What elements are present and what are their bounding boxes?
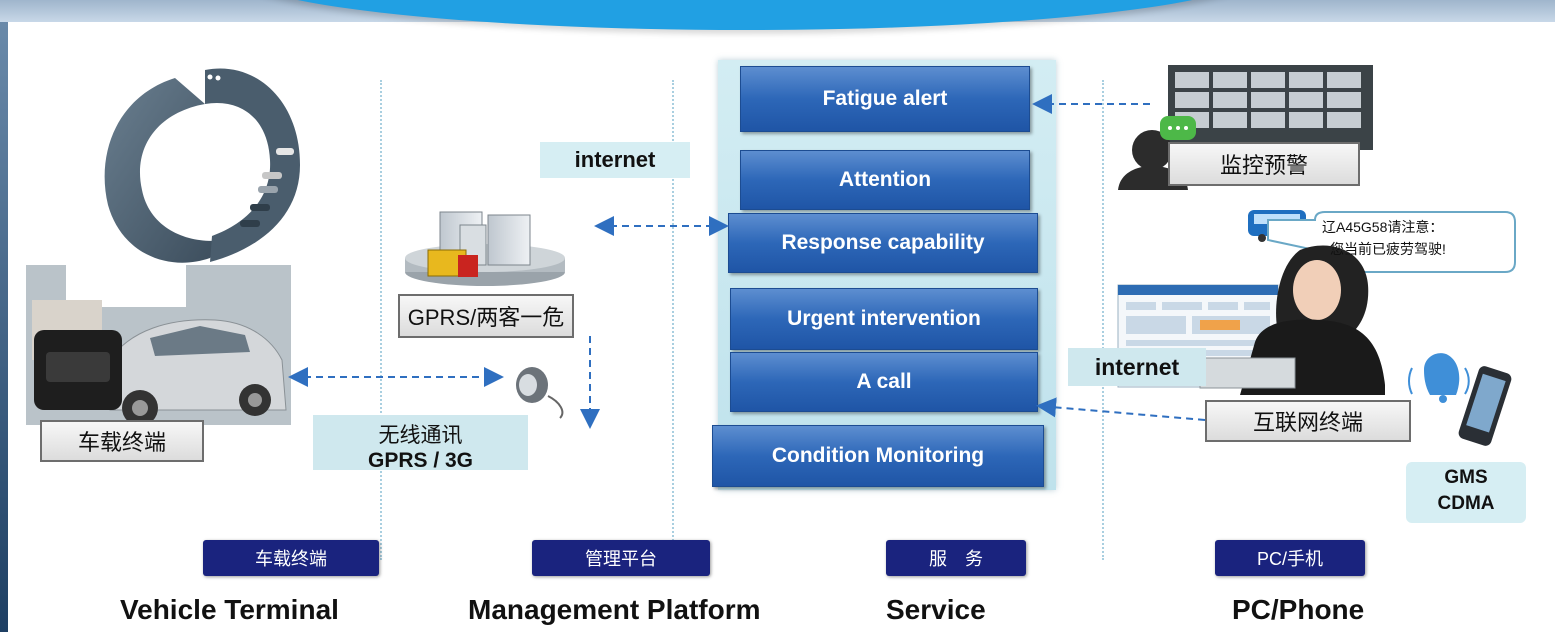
mobile-phone-icon [1458, 366, 1512, 446]
column-tag-service: 服 务 [886, 540, 1026, 576]
column-divider-1 [380, 80, 382, 560]
wristband-icon [104, 68, 300, 263]
terminal-to-service-arrow [1036, 397, 1206, 421]
column-tag-label: PC/手机 [1256, 549, 1323, 569]
network-type-box: GMS CDMA [1406, 462, 1526, 523]
service-a-call: A call [730, 352, 1038, 412]
service-attention: Attention [740, 150, 1030, 210]
wireless-line-1: 无线通讯 [378, 424, 463, 447]
column-title-service: Service [886, 594, 986, 625]
column-tag-label: 服 务 [929, 549, 983, 569]
column-divider-2 [672, 80, 674, 560]
service-label: Urgent intervention [787, 307, 981, 330]
speech-line-2: 您当前已疲劳驾驶! [1330, 241, 1446, 257]
service-label: Response capability [781, 231, 985, 254]
monitor-warning-label: 监控预警 [1219, 153, 1308, 178]
service-fatigue-alert: Fatigue alert [740, 66, 1030, 132]
speech-text: 辽A45G58请注意： 您当前已疲劳驾驶! [1322, 216, 1512, 260]
internet-terminal-label: 互联网终端 [1252, 410, 1363, 435]
internet-label: internet [1094, 353, 1180, 380]
column-title-vehicle: Vehicle Terminal [120, 594, 339, 625]
column-tag-label: 管理平台 [585, 549, 657, 569]
column-tag-pc-phone: PC/手机 [1215, 540, 1365, 576]
wireless-line-2: GPRS / 3G [367, 449, 474, 472]
service-label: A call [856, 370, 912, 393]
wireless-device-icon [516, 367, 564, 419]
service-label: Fatigue alert [822, 87, 948, 110]
internet-label: internet [574, 147, 656, 172]
speech-line-1: 辽A45G58请注意： [1322, 219, 1444, 235]
service-label: Condition Monitoring [771, 444, 985, 467]
column-title-platform: Management Platform [468, 594, 761, 625]
gms-label: GMS [1444, 467, 1488, 488]
column-title-pc-phone: PC/Phone [1232, 594, 1365, 625]
service-label: Attention [838, 168, 932, 191]
bell-icon [1408, 353, 1470, 403]
server-icon [405, 211, 565, 286]
internet-bubble-left: internet [540, 142, 690, 178]
column-tag-platform: 管理平台 [532, 540, 710, 576]
monitoring-wall-icon [1168, 65, 1373, 150]
vehicle-photo-icon [26, 265, 291, 426]
wireless-comm-box: 无线通讯 GPRS / 3G [313, 415, 528, 472]
internet-bubble-right: internet [1068, 348, 1206, 386]
gprs-server-box: GPRS/两客一危 [398, 294, 574, 338]
woman-operator-icon [1199, 245, 1385, 395]
cdma-label: CDMA [1437, 493, 1495, 514]
service-condition-monitoring: Condition Monitoring [712, 425, 1044, 487]
monitor-warning-box: 监控预警 [1168, 142, 1360, 186]
vehicle-terminal-label: 车载终端 [77, 430, 166, 455]
left-edge-bar [0, 0, 8, 632]
column-tag-vehicle: 车载终端 [203, 540, 379, 576]
column-divider-3 [1102, 80, 1104, 560]
gprs-server-label: GPRS/两客一危 [407, 305, 565, 330]
vehicle-terminal-box: 车载终端 [40, 420, 204, 462]
internet-terminal-box: 互联网终端 [1205, 400, 1411, 442]
service-response-capability: Response capability [728, 213, 1038, 273]
column-tag-label: 车载终端 [255, 549, 327, 569]
service-urgent-intervention: Urgent intervention [730, 288, 1038, 350]
